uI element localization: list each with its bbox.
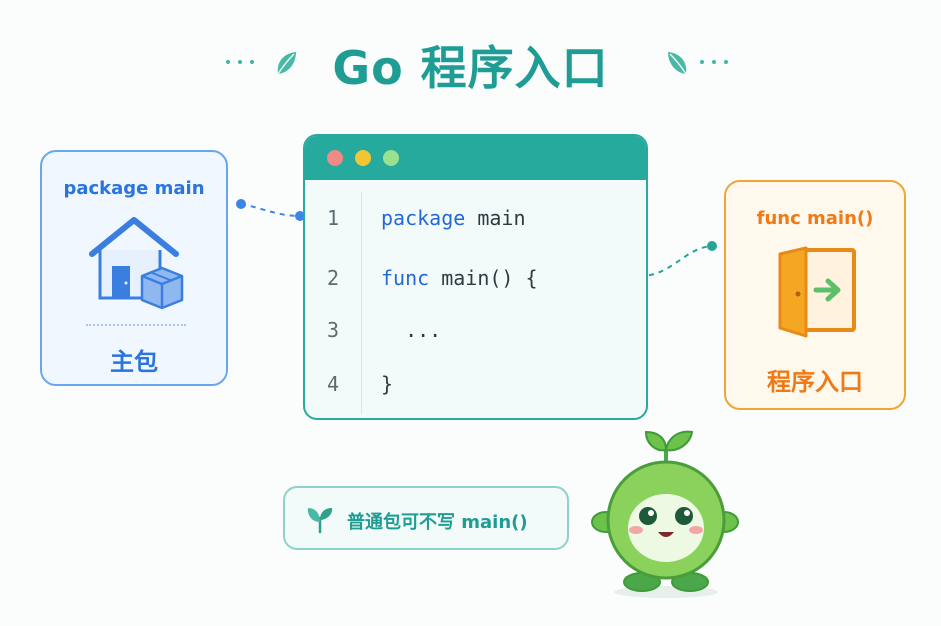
code-window-titlebar [305, 136, 646, 180]
package-card-caption: 主包 [110, 348, 158, 376]
package-main-card: package main 主包 [40, 150, 228, 386]
connector-dot [707, 241, 717, 251]
func-card-heading: func main() [756, 208, 874, 229]
sprout-icon [307, 508, 333, 534]
code-line: package main [381, 206, 526, 230]
func-card-caption: 程序入口 [767, 368, 863, 396]
title-row: Go 程序入口 [0, 22, 941, 102]
open-door-arrow-icon [778, 246, 856, 338]
code-text: } [381, 372, 394, 396]
green-sprout-mascot-icon [591, 430, 739, 598]
code-keyword: func [381, 266, 430, 290]
line-number: 3 [327, 318, 340, 342]
page-title: Go 程序入口 [332, 41, 609, 95]
package-card-heading: package main [63, 178, 205, 199]
connector-dot [236, 199, 246, 209]
leaf-icon [668, 52, 687, 75]
code-text: main() { [429, 266, 538, 290]
window-close-dot [327, 150, 343, 166]
code-line: } [381, 372, 393, 396]
note-box: 普通包可不写 main() [283, 486, 569, 550]
window-minimize-dot [355, 150, 371, 166]
house-with-box-icon [89, 217, 184, 310]
title-dots-right [700, 60, 728, 64]
connector-dot [295, 211, 305, 221]
func-main-card: func main() 程序入口 [724, 180, 906, 410]
line-number: 4 [327, 372, 340, 396]
leaf-icon [277, 52, 296, 75]
line-number: 2 [327, 266, 340, 290]
code-text: main [465, 206, 526, 230]
code-gutter-divider [361, 192, 362, 414]
code-line: func main() { [381, 266, 538, 290]
package-card-divider [86, 324, 186, 326]
title-dots-left [226, 60, 254, 64]
note-text: 普通包可不写 main() [347, 512, 528, 533]
code-line: ... [381, 318, 441, 342]
connector-package [240, 203, 301, 217]
code-keyword: package [381, 206, 466, 230]
window-maximize-dot [383, 150, 399, 166]
code-text: ... [381, 318, 442, 342]
code-window: 1 package main 2 func main() { 3 ... 4 } [303, 134, 648, 420]
line-number: 1 [327, 206, 340, 230]
